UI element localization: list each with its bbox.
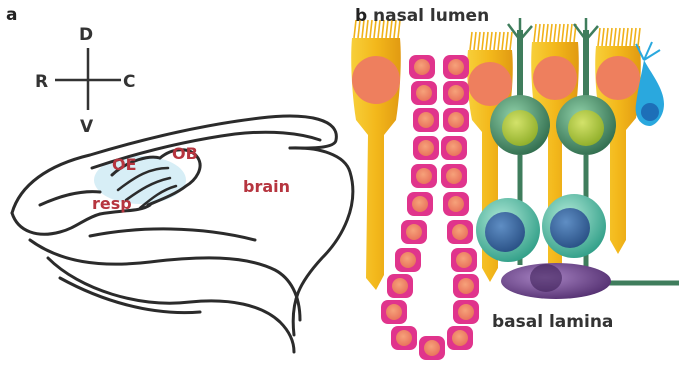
cilium [482,32,484,50]
cilium [534,24,536,42]
cilium [470,32,472,50]
stem-cell-nucleus [400,252,416,268]
panel-a: a D V R C [6,5,353,352]
stem-cell-nucleus [456,252,472,268]
stem-cell-nucleus [446,140,462,156]
stem-cell-nucleus [452,224,468,240]
neuron-nucleus [502,110,538,146]
cilium [634,28,636,46]
basal-cell-right [542,194,606,258]
stem-cell-nucleus [406,224,422,240]
cilium [598,28,600,46]
stem-cell-nucleus [448,196,464,212]
cilium [494,32,496,50]
compass-dorsal-label: D [79,25,93,45]
cilium [614,28,616,46]
panel-b: b nasal lumen basal lamina [351,6,679,360]
basal-cell-nucleus [550,208,590,248]
stem-cell-nucleus [448,85,464,101]
cilium [546,24,548,42]
stem-cell-nucleus [458,304,474,320]
cilium [630,28,632,46]
sustentacular-nucleus [352,56,400,104]
cilium [626,28,628,46]
label-olfactory-bulb: OB [172,144,198,163]
cilium [622,28,624,46]
orientation-compass: D V R C [35,25,135,137]
cilium [506,32,508,50]
compass-caudal-label: C [123,72,135,92]
stem-cell-nucleus [396,330,412,346]
sustentacular-cell-left [351,38,401,290]
label-respiratory-epithelium: resp [92,194,132,213]
sustentacular-nucleus [596,56,640,100]
cilium [618,28,620,46]
stem-cell-nucleus [392,278,408,294]
cilium [486,32,488,50]
cilium [638,28,640,46]
stem-cell-nucleus [446,168,462,184]
compass-rostral-label: R [35,72,48,92]
cilium [550,24,552,42]
cilium [478,32,480,50]
cilium [558,24,560,42]
stem-cell-nucleus [424,340,440,356]
cilium [498,32,500,50]
stem-cell-nucleus [418,112,434,128]
cilium [562,24,564,42]
stem-cell-nucleus [412,196,428,212]
label-olfactory-epithelium: OE [112,155,137,174]
cilium [502,32,504,50]
stem-cell-nucleus [448,112,464,128]
compass-ventral-label: V [80,117,94,137]
label-basal-lamina: basal lamina [492,312,613,332]
label-brain: brain [243,177,290,196]
cilium [538,24,540,42]
cilium [542,24,544,42]
basal-cell-left [476,198,540,262]
stem-cell-nucleus [418,140,434,156]
neuron-nucleus [568,110,604,146]
horizontal-basal-cell [501,263,679,299]
stem-cell-nucleus [416,168,432,184]
cilium [566,24,568,42]
stem-cell-nucleus [386,304,402,320]
cilium [370,20,372,38]
cilium [602,28,604,46]
basal-cell-nucleus [485,212,525,252]
cilium [554,24,556,42]
stem-cell-nucleus [416,85,432,101]
label-nasal-lumen: nasal lumen [373,6,489,26]
cilium [490,32,492,50]
cilium [610,28,612,46]
panel-b-letter: b [355,6,367,26]
stem-cell-nucleus [448,59,464,75]
stem-cell-nucleus [414,59,430,75]
cilium [510,32,512,50]
cilium [606,28,608,46]
panel-a-letter: a [6,5,17,25]
cilium [474,32,476,50]
stem-cell-nucleus [458,278,474,294]
stem-cell-nucleus [452,330,468,346]
cilium [570,24,572,42]
sustentacular-nucleus [533,56,577,100]
